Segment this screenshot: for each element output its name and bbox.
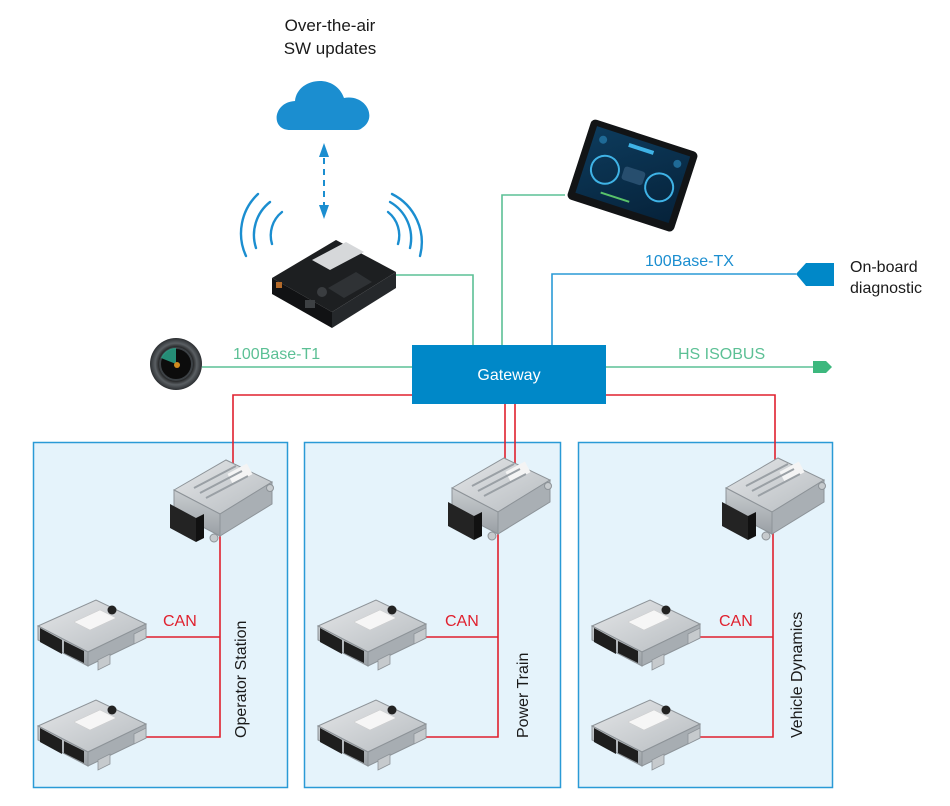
domain-label-vehicle-dynamics: Vehicle Dynamics — [789, 612, 806, 738]
gateway-label: Gateway — [477, 367, 540, 384]
cloud-label-line1: Over-the-air — [285, 16, 376, 35]
can-link-vehicle-dynamics — [606, 394, 776, 465]
ota-update-arrow-icon — [319, 143, 329, 219]
can-label-operator-station: CAN — [163, 613, 197, 630]
cloud-label-line2: SW updates — [284, 39, 377, 58]
obd-label-line2: diagnostic — [850, 280, 922, 297]
camera-icon — [150, 338, 202, 390]
can-bus-operator-station — [138, 535, 221, 738]
wireless-signal-left-icon — [239, 192, 284, 258]
cloud-icon — [276, 80, 370, 130]
link-gateway-obd — [551, 273, 796, 345]
link-label-100base-tx: 100Base-TX — [645, 253, 734, 270]
can-bus-power-train — [418, 525, 499, 738]
isobus-connector-icon — [813, 361, 832, 373]
touchscreen-display-icon — [567, 119, 698, 232]
link-telematics-gateway — [395, 274, 474, 345]
can-label-vehicle-dynamics: CAN — [719, 613, 753, 630]
link-display-gateway — [501, 194, 565, 345]
domain-label-power-train: Power Train — [515, 653, 532, 738]
domain-label-operator-station: Operator Station — [233, 621, 250, 738]
gateway-box: Gateway — [412, 345, 606, 404]
can-link-operator-station — [232, 394, 412, 470]
link-label-100base-t1: 100Base-T1 — [233, 346, 320, 363]
obd-connector-icon — [796, 263, 834, 286]
obd-label-line1: On-board — [850, 259, 918, 276]
can-bus-vehicle-dynamics — [692, 525, 774, 738]
telematics-unit-icon — [272, 240, 396, 328]
wireless-signal-right-icon — [386, 192, 423, 258]
link-label-hs-isobus: HS ISOBUS — [678, 346, 765, 363]
can-label-power-train: CAN — [445, 613, 479, 630]
